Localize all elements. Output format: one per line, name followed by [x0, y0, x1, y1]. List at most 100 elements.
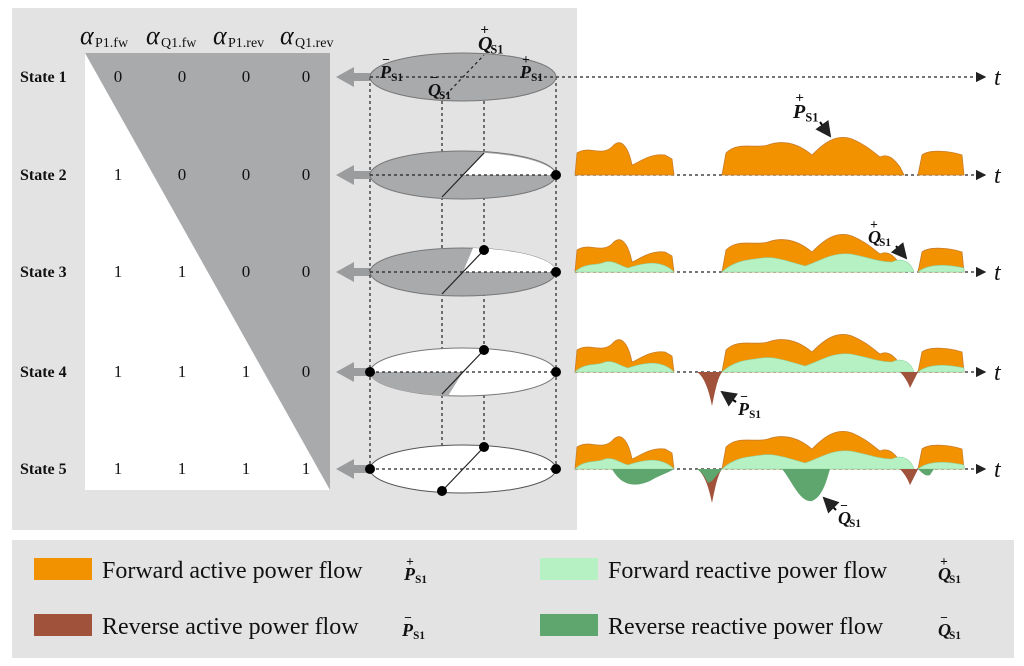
alpha-symbol: α: [213, 21, 228, 50]
matrix-value: 0: [178, 165, 187, 184]
matrix-value: 1: [242, 459, 251, 478]
state-arrow-shaft: [352, 368, 372, 376]
state-ellipse-5: [369, 444, 557, 494]
legend-text: Forward active power flow: [102, 558, 363, 584]
symbol-sign: +: [795, 90, 804, 106]
ellipse-axis-q: [441, 249, 485, 295]
reverse-active-area: [900, 372, 918, 388]
ellipse-axis-q: [441, 349, 485, 395]
legend-box: [12, 540, 1014, 658]
matrix-value: 1: [178, 362, 187, 381]
matrix-value: 1: [114, 262, 123, 281]
legend-swatch: [34, 558, 92, 580]
state-arrow-head: [336, 165, 354, 185]
legend-symbol: −QS1: [938, 610, 961, 642]
state-arrow-shaft: [352, 268, 372, 276]
symbol-sign: −: [382, 52, 390, 67]
symbol-subscript: S1: [531, 72, 543, 84]
p-rev-pointer: [720, 390, 739, 407]
time-axis-label: t: [994, 163, 1002, 189]
symbol-sign: −: [840, 498, 848, 513]
state-point-dot: [365, 464, 375, 474]
q-fw-pointer: [890, 242, 908, 260]
state-label-4: State 4: [20, 364, 67, 381]
symbol-letter: Q: [938, 564, 951, 584]
symbol-subscript: S1: [391, 72, 403, 84]
state-arrow-shaft: [352, 465, 372, 473]
alpha-subscript: Q1.rev: [295, 36, 334, 51]
symbol-letter: Q: [938, 620, 951, 640]
reverse-active-area: [697, 372, 722, 406]
alpha-subscript: P1.fw: [95, 36, 129, 51]
state-point-dot: [437, 486, 447, 496]
symbol-subscript: S1: [849, 518, 861, 530]
state-point-dot: [551, 367, 561, 377]
symbol-sign: −: [940, 610, 948, 625]
waveform-state-3: [574, 234, 965, 273]
symbol-letter: Q: [868, 227, 881, 247]
waveform-state-4: [574, 334, 965, 406]
state-label-5: State 5: [20, 461, 67, 478]
state-arrow-head: [336, 262, 354, 282]
state-arrow-shaft: [352, 171, 372, 179]
reverse-active-area: [697, 469, 722, 503]
symbol-letter: Q: [838, 508, 851, 528]
state-arrow-head: [336, 362, 354, 382]
state-label-1: State 1: [20, 69, 67, 86]
state-arrow-head: [336, 459, 354, 479]
symbol-subscript: S1: [490, 43, 503, 57]
state-point-dot: [551, 464, 561, 474]
forward-reactive-area: [574, 353, 965, 373]
legend-text: Forward reactive power flow: [608, 558, 888, 584]
state-point-dot: [479, 345, 489, 355]
forward-active-area: [574, 137, 965, 176]
waveform-state-5: [574, 431, 965, 503]
time-axis-label: t: [994, 65, 1002, 91]
state-label-2: State 2: [20, 167, 67, 184]
state-ellipse-4: [369, 347, 557, 397]
ellipse-axis-q: [441, 152, 485, 198]
alpha-subscript: Q1.fw: [161, 36, 197, 51]
q-fw-wave-label: +QS1: [868, 217, 891, 249]
symbol-letter: P: [737, 399, 750, 419]
symbol-letter: P: [519, 62, 532, 82]
state-point-dot: [365, 367, 375, 377]
state-cylinder: [365, 52, 561, 496]
symbol-sign: +: [406, 554, 414, 569]
symbol-subscript: S1: [749, 409, 761, 421]
reverse-reactive-area: [782, 469, 830, 502]
legend-symbol: +QS1: [938, 554, 961, 586]
matrix-value: 1: [114, 165, 123, 184]
symbol-subscript: S1: [805, 111, 818, 125]
legend-text: Reverse reactive power flow: [608, 614, 884, 640]
symbol-subscript: S1: [949, 574, 961, 586]
symbol-subscript: S1: [879, 237, 891, 249]
state-label-3: State 3: [20, 264, 67, 281]
matrix-value: 1: [114, 459, 123, 478]
legend-swatch: [34, 614, 92, 636]
matrix-value: 1: [178, 459, 187, 478]
state-arrow-head: [336, 67, 354, 87]
reverse-reactive-area: [918, 469, 934, 476]
state-point-dot: [551, 267, 561, 277]
symbol-subscript: S1: [415, 574, 427, 586]
reverse-active-area: [900, 469, 918, 485]
symbol-letter: P: [401, 620, 414, 640]
state-arrow-shaft: [352, 73, 372, 81]
power-flow-waveforms: [574, 137, 965, 503]
q-fw-ellipse-label: +QS1: [478, 22, 503, 56]
ellipse-axis-q: [441, 446, 485, 492]
q-rev-pointer: [822, 496, 840, 514]
symbol-sign: +: [480, 22, 489, 38]
ellipse-gray-sector: [369, 372, 463, 396]
matrix-value: 0: [242, 262, 251, 281]
